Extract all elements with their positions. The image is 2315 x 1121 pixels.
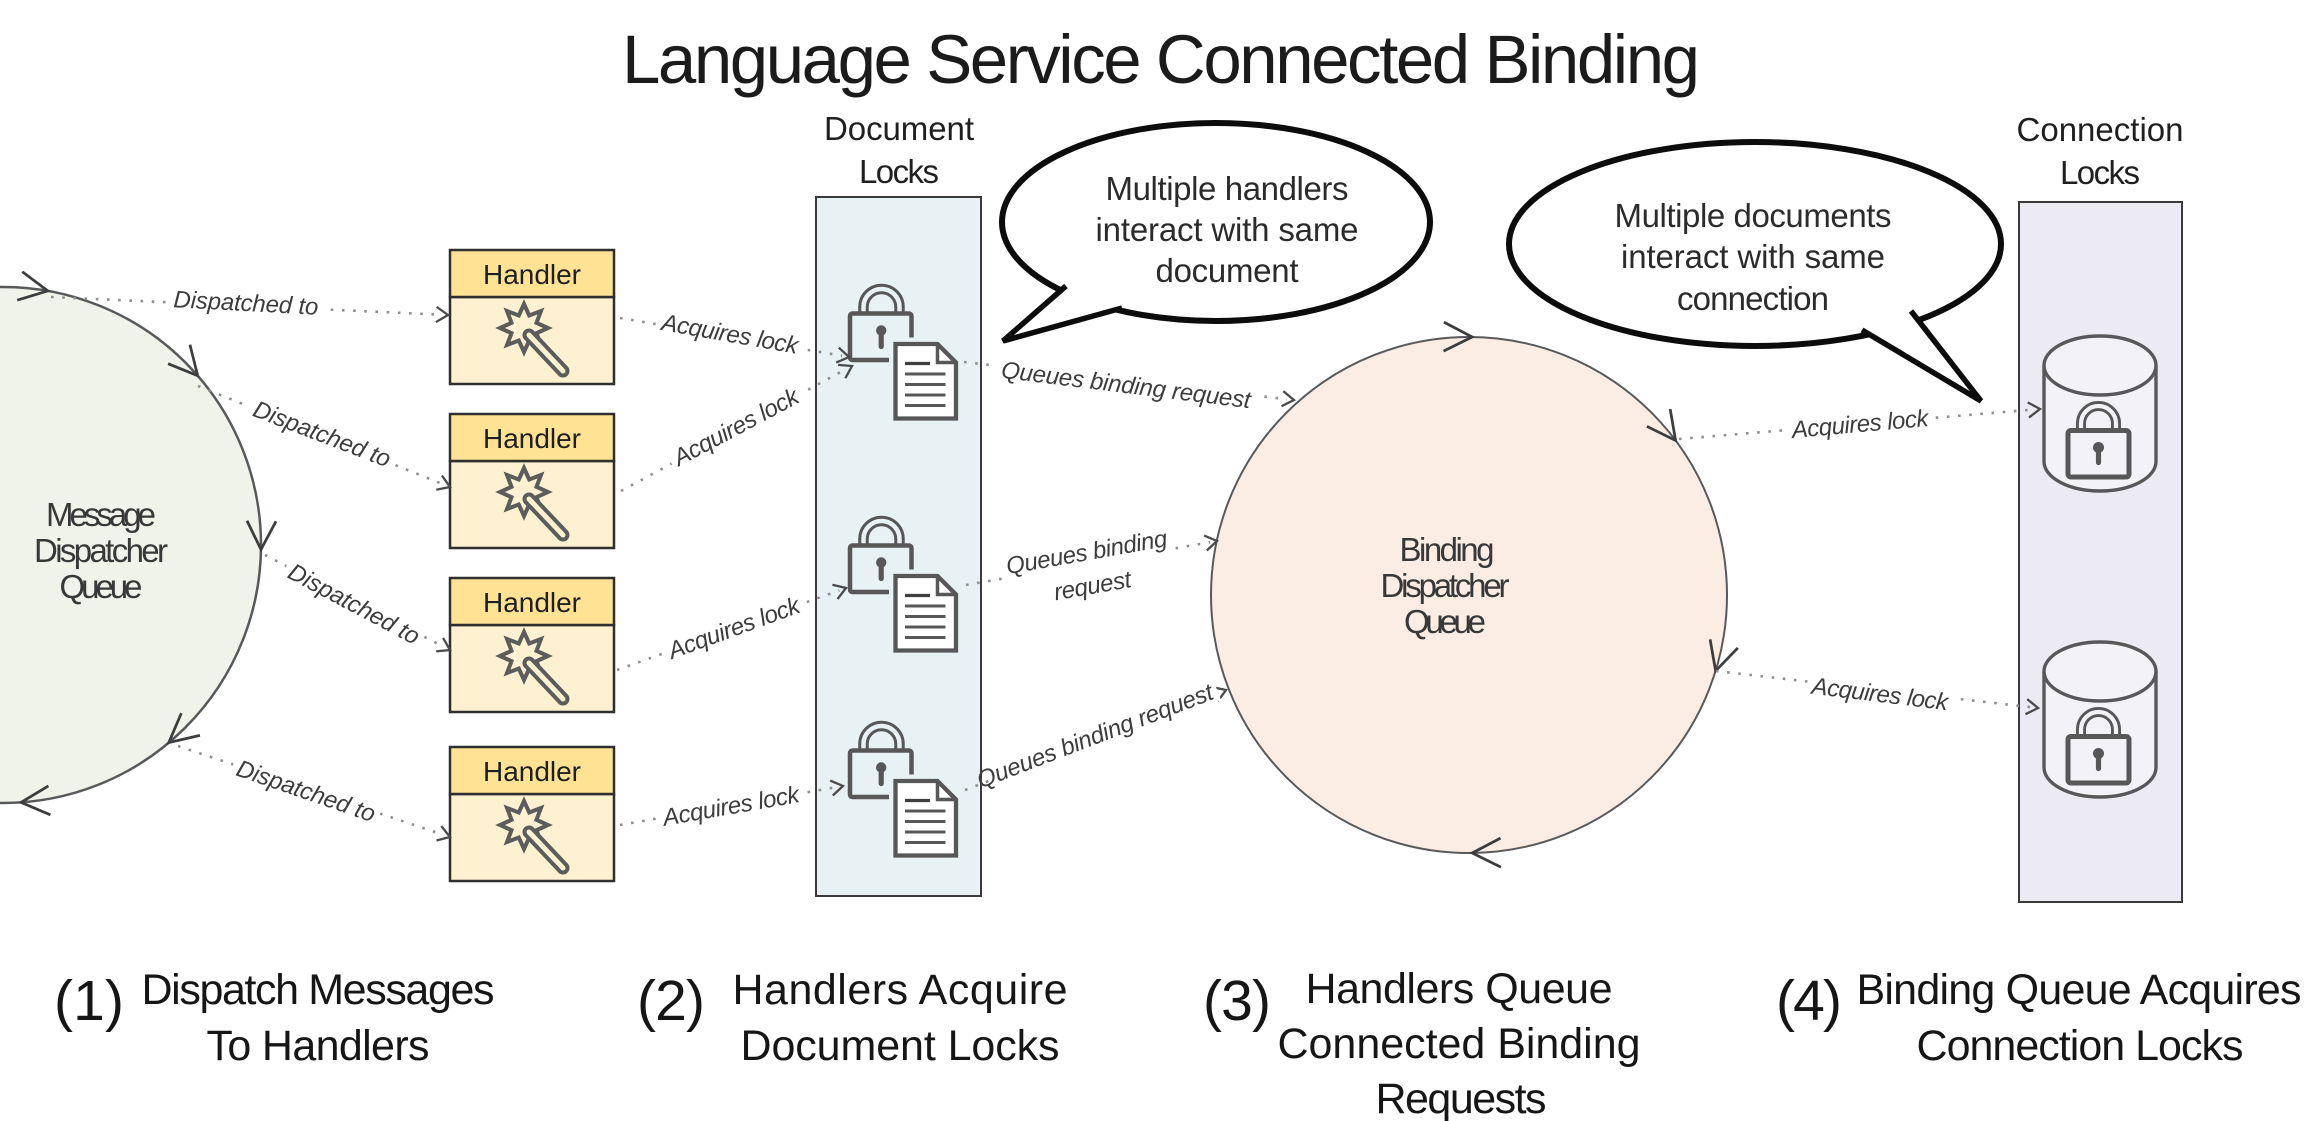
svg-text:interact with same: interact with same: [1621, 238, 1885, 275]
svg-text:Document Locks: Document Locks: [741, 1022, 1060, 1070]
svg-text:Queue: Queue: [1404, 603, 1486, 640]
svg-text:Document: Document: [824, 110, 974, 147]
svg-text:Binding Queue Acquires: Binding Queue Acquires: [1857, 966, 2302, 1014]
svg-text:To Handlers: To Handlers: [207, 1022, 430, 1070]
svg-text:Dispatcher: Dispatcher: [34, 532, 168, 569]
svg-text:connection: connection: [1677, 280, 1829, 317]
svg-text:Locks: Locks: [2060, 154, 2140, 191]
svg-text:(1): (1): [54, 969, 124, 1033]
svg-text:Connected Binding: Connected Binding: [1278, 1020, 1641, 1068]
svg-text:Connection: Connection: [2017, 111, 2184, 148]
svg-text:Queue: Queue: [60, 568, 143, 605]
svg-text:document: document: [1156, 252, 1299, 289]
svg-text:Handlers Queue: Handlers Queue: [1306, 965, 1613, 1013]
svg-text:(2): (2): [637, 969, 705, 1033]
svg-text:Dispatcher: Dispatcher: [1381, 567, 1510, 604]
svg-text:Multiple handlers: Multiple handlers: [1106, 170, 1349, 207]
svg-text:Multiple documents: Multiple documents: [1615, 197, 1892, 234]
svg-text:interact with same: interact with same: [1096, 211, 1359, 248]
svg-text:Locks: Locks: [859, 153, 939, 190]
svg-text:(4): (4): [1776, 969, 1842, 1033]
svg-text:(3): (3): [1203, 969, 1271, 1033]
svg-text:Connection Locks: Connection Locks: [1917, 1022, 2244, 1070]
svg-text:Handlers Acquire: Handlers Acquire: [733, 966, 1068, 1014]
svg-text:Binding: Binding: [1400, 531, 1495, 568]
svg-text:Requests: Requests: [1376, 1075, 1547, 1121]
svg-text:Dispatch Messages: Dispatch Messages: [142, 966, 495, 1014]
svg-text:Language Service Connected Bin: Language Service Connected Binding: [622, 21, 1700, 98]
svg-text:Message: Message: [46, 496, 156, 533]
